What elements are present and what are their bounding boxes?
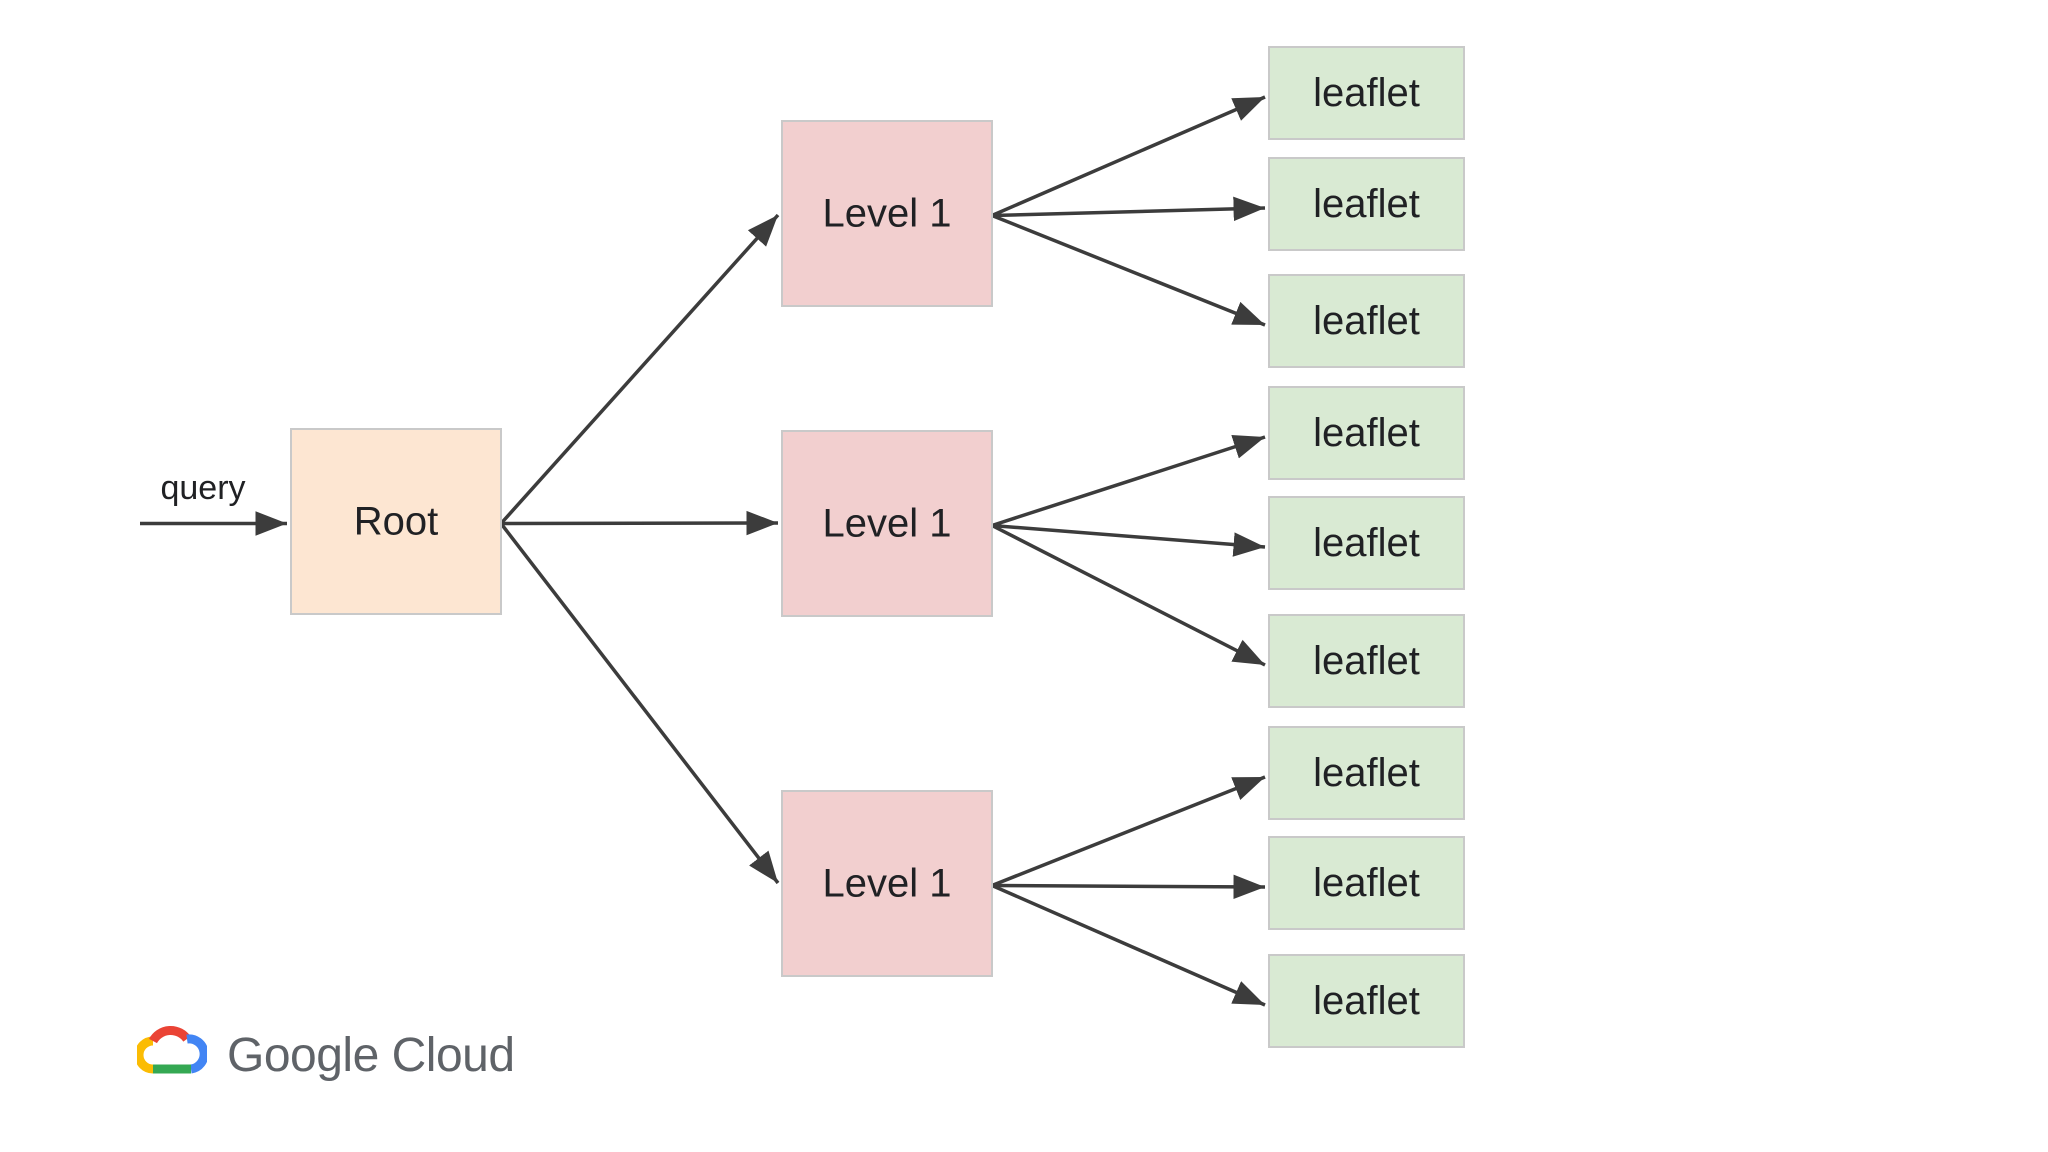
leaflet-label-4: leaflet [1313, 411, 1420, 455]
leaflet-label-9: leaflet [1313, 979, 1420, 1023]
edge-level1-leaflet-1 [991, 95, 1266, 218]
edge-level1-leaflet-7 [991, 775, 1266, 888]
leaflet-label-2: leaflet [1313, 182, 1420, 226]
level1-label-2: Level 1 [823, 502, 952, 546]
leaflet-node-1 [1268, 46, 1465, 140]
google-cloud-logo-icon [134, 1025, 209, 1086]
edge-root-level1-3 [499, 522, 780, 885]
leaflet-node-6 [1268, 614, 1465, 708]
leaflet-label-3: leaflet [1313, 299, 1420, 343]
leaflet-node-5 [1268, 496, 1465, 590]
root-node [290, 428, 502, 615]
edge-level1-leaflet-9 [991, 883, 1266, 1007]
edge-level1-leaflet-5 [991, 523, 1266, 557]
edge-level1-leaflet-8 [991, 874, 1266, 900]
edge-level1-leaflet-3 [991, 213, 1266, 327]
leaflet-label-6: leaflet [1313, 639, 1420, 683]
level1-node-2 [781, 430, 993, 617]
leaflet-node-8 [1268, 836, 1465, 930]
edge-level1-leaflet-4 [991, 435, 1266, 528]
root-label: Root [354, 500, 439, 544]
leaflet-node-3 [1268, 274, 1465, 368]
google-cloud-logo: Google Cloud [134, 1024, 515, 1086]
edge-root-level1-1 [499, 213, 780, 525]
level1-node-3 [781, 790, 993, 977]
level1-label-1: Level 1 [823, 192, 952, 236]
leaflet-label-8: leaflet [1313, 861, 1420, 905]
leaflet-label-5: leaflet [1313, 521, 1420, 565]
leaflet-label-7: leaflet [1313, 751, 1420, 795]
edge-level1-leaflet-2 [991, 196, 1266, 222]
edges [140, 95, 1266, 1007]
leaflet-label-1: leaflet [1313, 71, 1420, 115]
google-cloud-logo-text: Google Cloud [227, 1028, 515, 1082]
leaflet-node-2 [1268, 157, 1465, 251]
edge-root-level1-2 [500, 510, 779, 536]
level1-label-3: Level 1 [823, 862, 952, 906]
leaflet-node-4 [1268, 386, 1465, 480]
leaflet-node-7 [1268, 726, 1465, 820]
query-label: query [160, 469, 245, 507]
level1-node-1 [781, 120, 993, 307]
edge-level1-leaflet-6 [991, 523, 1266, 667]
leaflet-node-9 [1268, 954, 1465, 1048]
